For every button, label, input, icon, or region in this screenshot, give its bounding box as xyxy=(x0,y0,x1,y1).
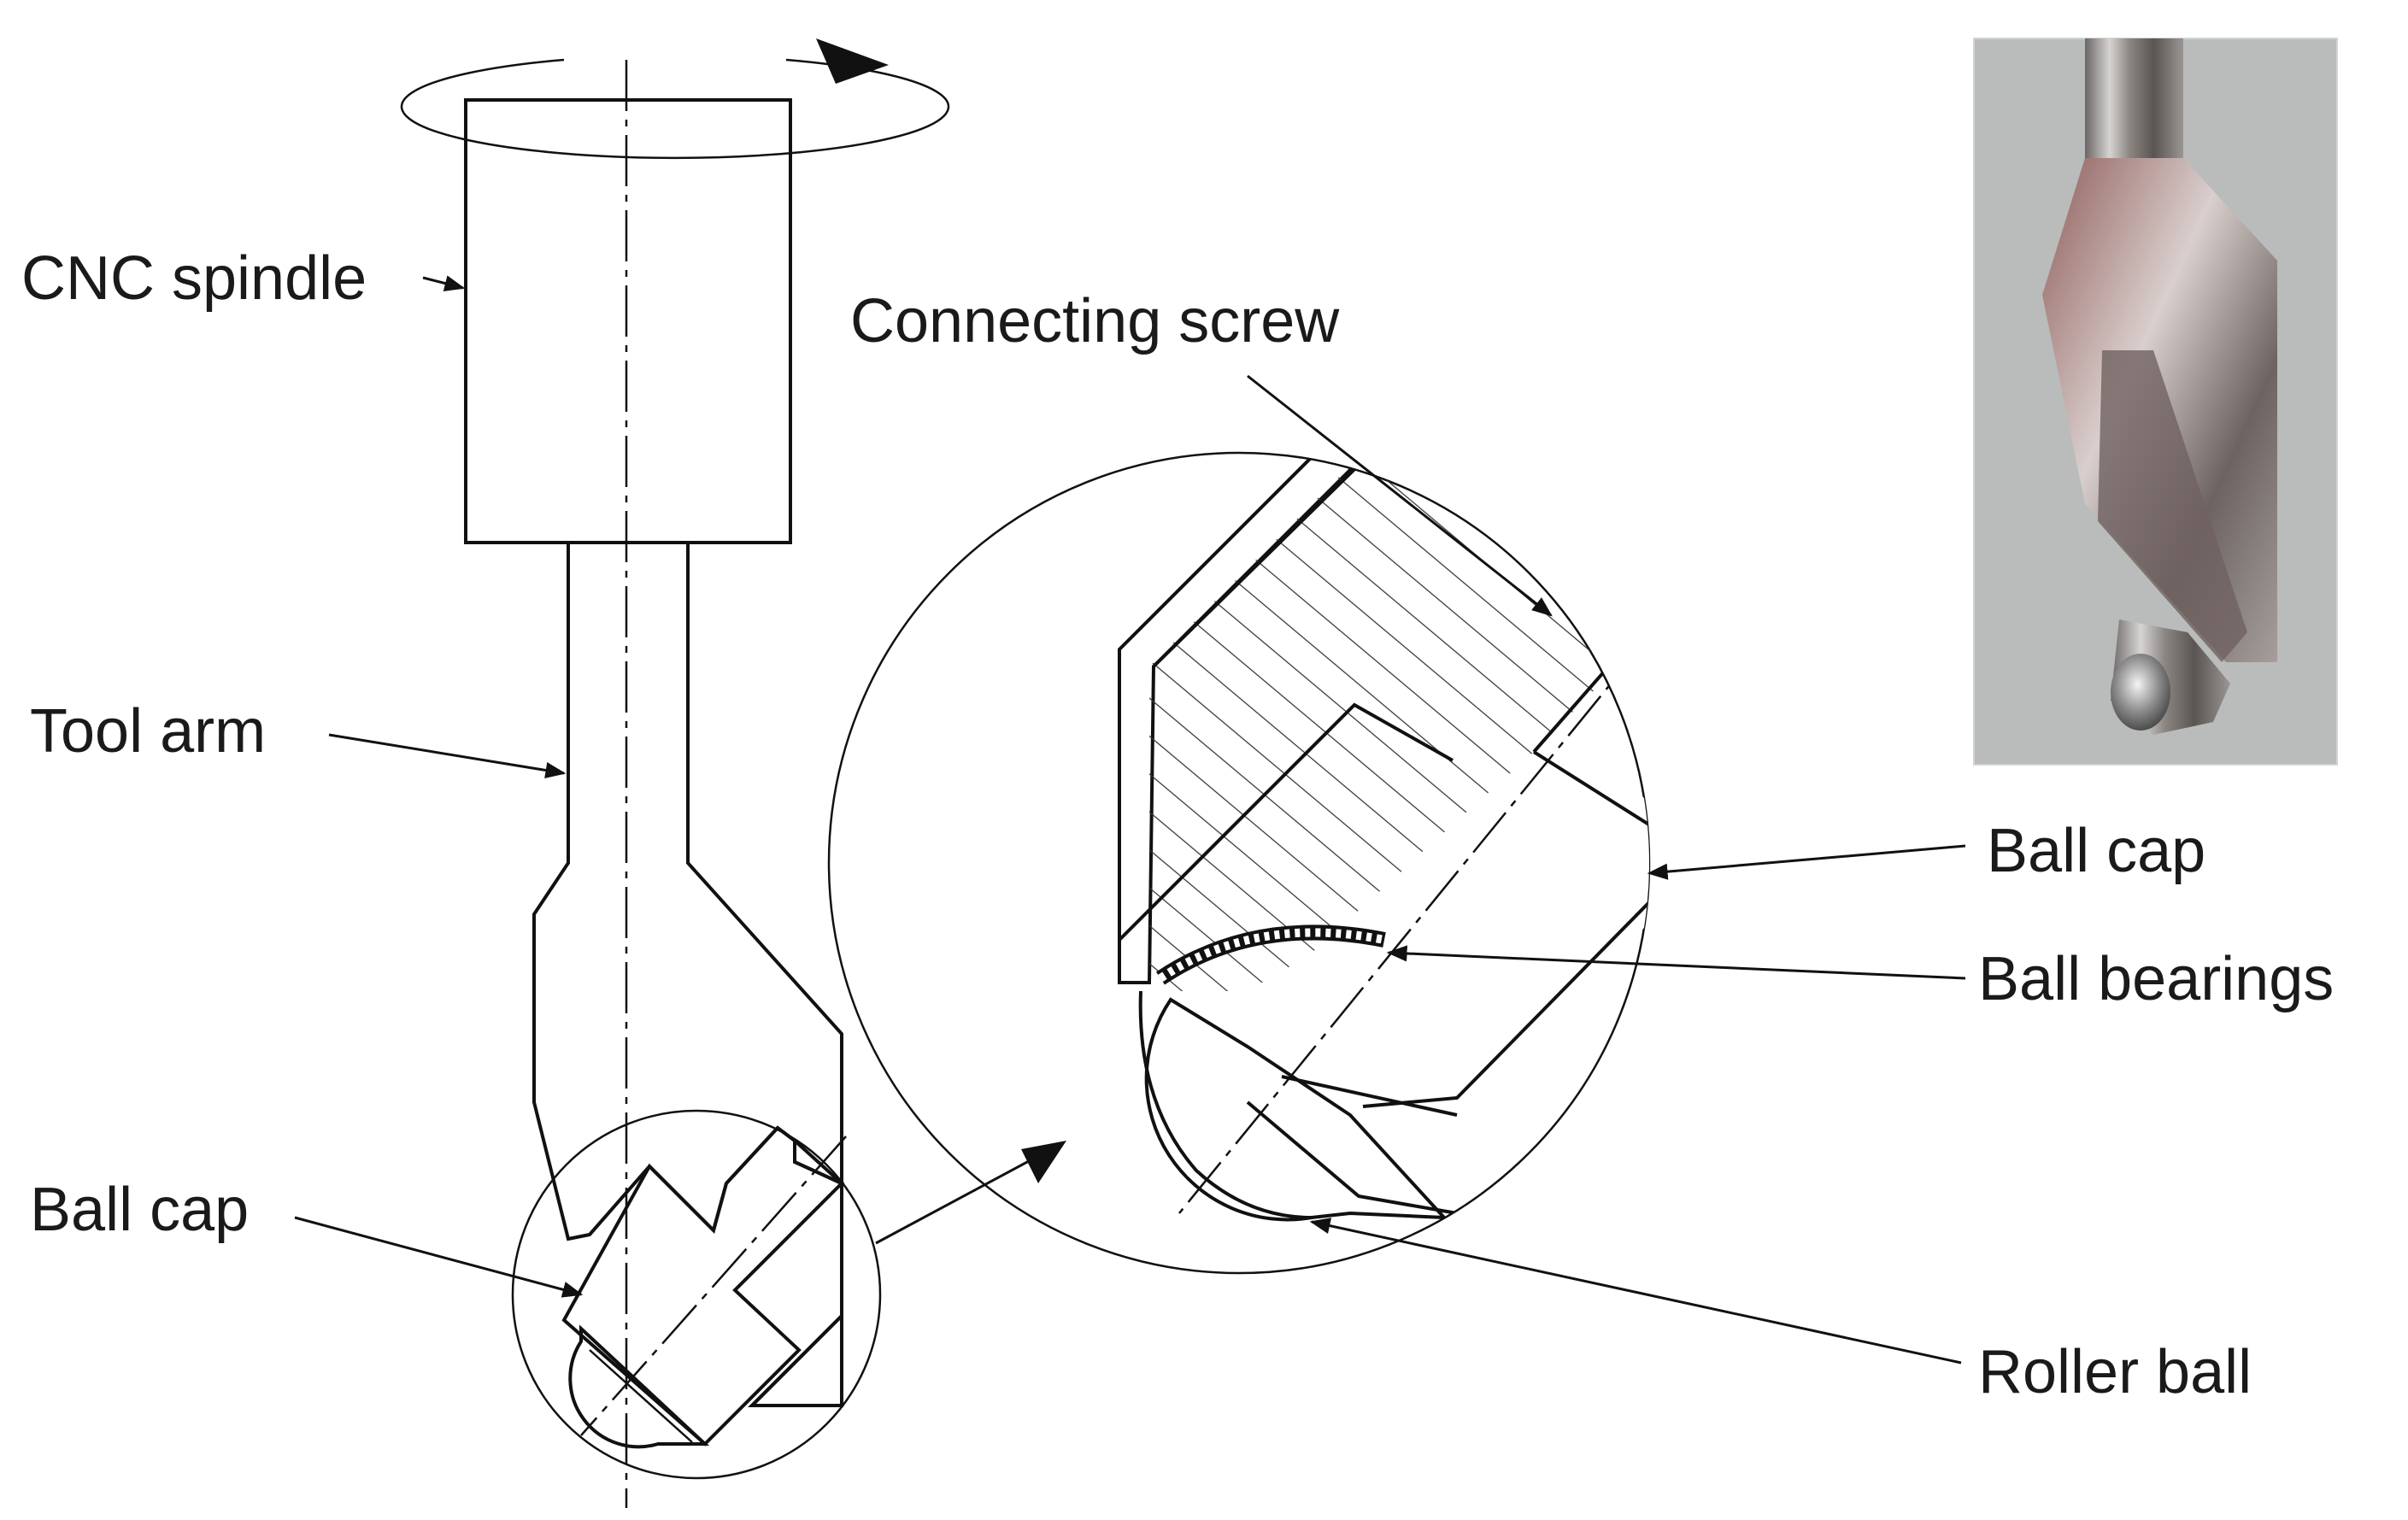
label-ball-cap-left: Ball cap xyxy=(30,1176,249,1244)
tool-arm-body xyxy=(532,541,843,1407)
ball-cap-large xyxy=(1265,734,1649,1115)
label-ball-bearings: Ball bearings xyxy=(1978,945,2334,1013)
label-ball-cap-right: Ball cap xyxy=(1987,817,2205,885)
ball-cap-small xyxy=(561,1125,845,1447)
label-connecting-screw: Connecting screw xyxy=(850,287,1340,355)
cnc-spindle-body xyxy=(464,98,792,544)
rotation-arrow-icon xyxy=(400,38,950,160)
label-roller-ball: Roller ball xyxy=(1978,1338,2252,1406)
detail-arrow xyxy=(875,1147,1052,1245)
tool-photo xyxy=(1973,38,2338,766)
label-cnc-spindle: CNC spindle xyxy=(21,244,367,313)
detail-marker-circle xyxy=(511,1109,882,1480)
tool-assembly-drawing xyxy=(400,38,1066,1508)
roller-ball-large xyxy=(1144,997,1448,1222)
labels: CNC spindle Tool arm Ball cap Connecting… xyxy=(21,244,2334,1406)
enlarged-detail-view xyxy=(827,451,1651,1275)
roller-ball-small xyxy=(568,1324,710,1449)
ball-bearings-ring xyxy=(1155,924,1386,985)
label-tool-arm: Tool arm xyxy=(30,697,266,766)
